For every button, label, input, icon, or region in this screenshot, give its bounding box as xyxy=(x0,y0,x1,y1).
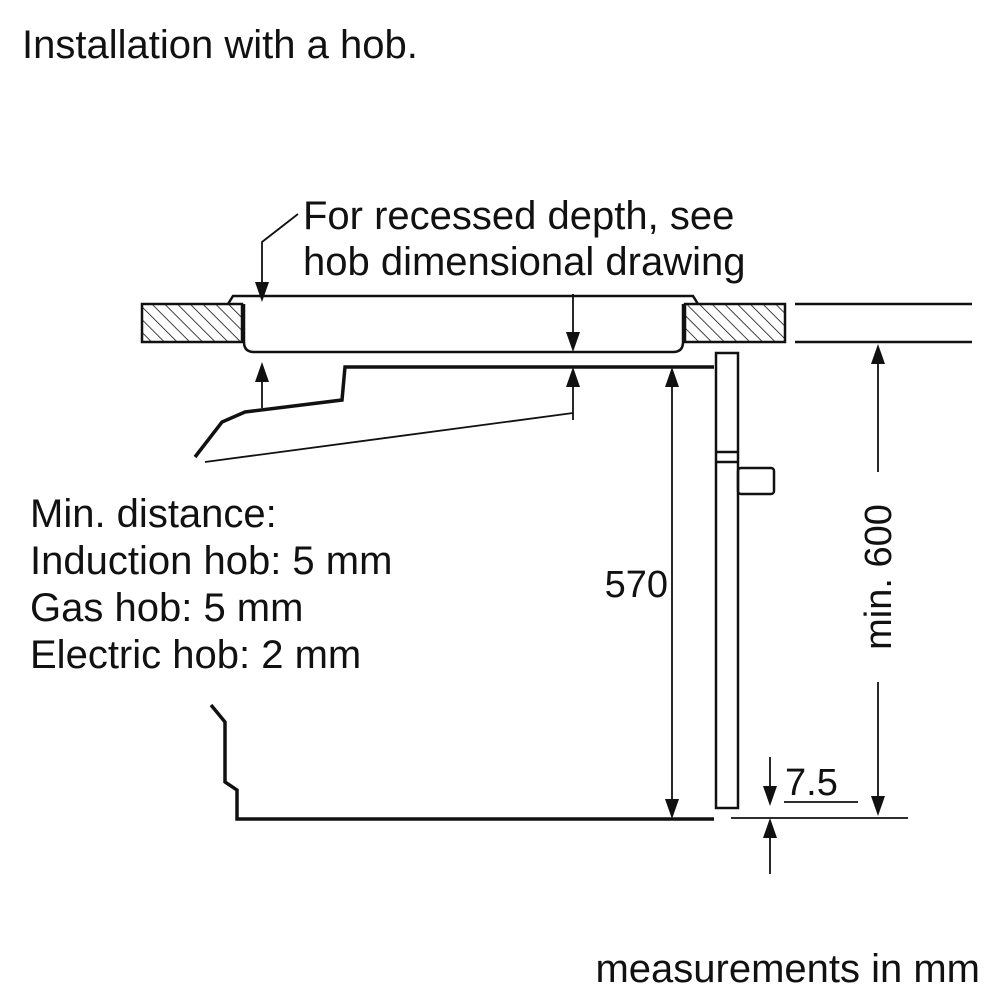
oven-knob-icon xyxy=(736,466,776,496)
oven xyxy=(193,351,776,821)
worktop xyxy=(140,302,972,344)
recess-note-line-2: hob dimensional drawing xyxy=(303,240,746,284)
bottom-offset-dimension xyxy=(731,757,908,874)
oven-front-panel xyxy=(714,351,740,810)
min-distance-note: Min. distance: Induction hob: 5 mm Gas h… xyxy=(30,492,404,677)
recess-note: For recessed depth, see hob dimensional … xyxy=(303,194,746,284)
oven-bottom-outline xyxy=(209,703,714,821)
worktop-right-section xyxy=(683,302,787,344)
min-distance-induction: Induction hob: 5 mm xyxy=(30,539,392,583)
min-distance-electric: Electric hob: 2 mm xyxy=(30,633,361,677)
cabinet-height-dimension xyxy=(871,344,885,816)
recess-depth-pointer xyxy=(255,213,299,408)
recess-arrow-down-icon xyxy=(255,282,269,302)
cabinet-height-arrow-up-icon xyxy=(871,344,885,364)
hob-rim xyxy=(226,294,700,305)
min-distance-leader xyxy=(204,412,574,463)
oven-height-arrow-down-icon xyxy=(665,799,679,819)
hob-gap-arrow-up-icon xyxy=(255,362,269,382)
recess-leader-line xyxy=(261,213,299,284)
bottom-offset-arrow-down-icon xyxy=(763,786,777,806)
units-note: measurements in mm xyxy=(595,947,980,991)
bottom-offset-arrow-up-icon xyxy=(763,818,777,838)
min-distance-heading: Min. distance: xyxy=(30,492,277,536)
hob-body xyxy=(242,304,685,354)
bottom-offset-label: 7.5 xyxy=(785,762,838,804)
oven-height-dimension xyxy=(665,367,679,819)
cabinet-height-arrow-down-icon xyxy=(871,796,885,816)
cabinet-height-label: min. 600 xyxy=(858,504,900,650)
recess-note-line-1: For recessed depth, see xyxy=(303,194,734,238)
oven-top-outline xyxy=(193,365,714,459)
hob xyxy=(226,294,700,354)
min-distance-arrows xyxy=(566,294,580,420)
oven-height-label: 570 xyxy=(605,564,668,606)
worktop-left-section xyxy=(140,302,244,344)
min-distance-gas: Gas hob: 5 mm xyxy=(30,586,303,630)
diagram-title: Installation with a hob. xyxy=(22,23,418,67)
min-distance-arrow-up-icon xyxy=(566,367,580,387)
min-distance-arrow-down-icon xyxy=(566,332,580,352)
oven-height-arrow-up-icon xyxy=(665,367,679,387)
